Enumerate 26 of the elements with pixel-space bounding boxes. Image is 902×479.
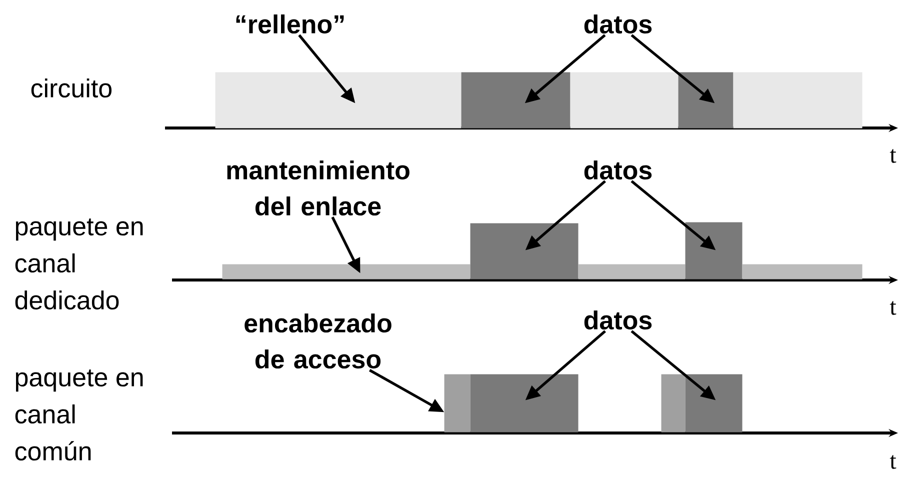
signal-bar — [678, 72, 734, 128]
signal-bar — [470, 374, 578, 432]
signal-bar — [470, 223, 578, 280]
callout-text: datos — [584, 14, 652, 34]
signal-bar — [578, 264, 686, 280]
row-label: circuito — [31, 78, 112, 98]
signal-bar — [685, 374, 742, 432]
signal-bar — [222, 264, 470, 280]
callout-text: mantenimiento del enlace — [227, 160, 410, 216]
signal-bar — [733, 72, 862, 128]
axis-label: t — [890, 301, 896, 315]
signal-bar — [444, 374, 470, 432]
callout-text: datos — [584, 310, 652, 330]
axis-label: t — [890, 149, 896, 163]
signal-bar — [661, 374, 686, 432]
signal-bar — [461, 72, 570, 128]
axis-label: t — [890, 455, 896, 469]
callout-text: “relleno” — [236, 14, 344, 34]
signal-bar — [215, 72, 462, 128]
signal-bar — [570, 72, 678, 128]
signal-bar — [742, 264, 862, 280]
row-label: paquete en canal dedicado — [15, 218, 143, 310]
callout-text: datos — [584, 160, 652, 180]
signal-bar — [685, 222, 742, 280]
callout-text: encabezado de acceso — [244, 313, 392, 369]
row-label: paquete en canal común — [15, 369, 143, 461]
